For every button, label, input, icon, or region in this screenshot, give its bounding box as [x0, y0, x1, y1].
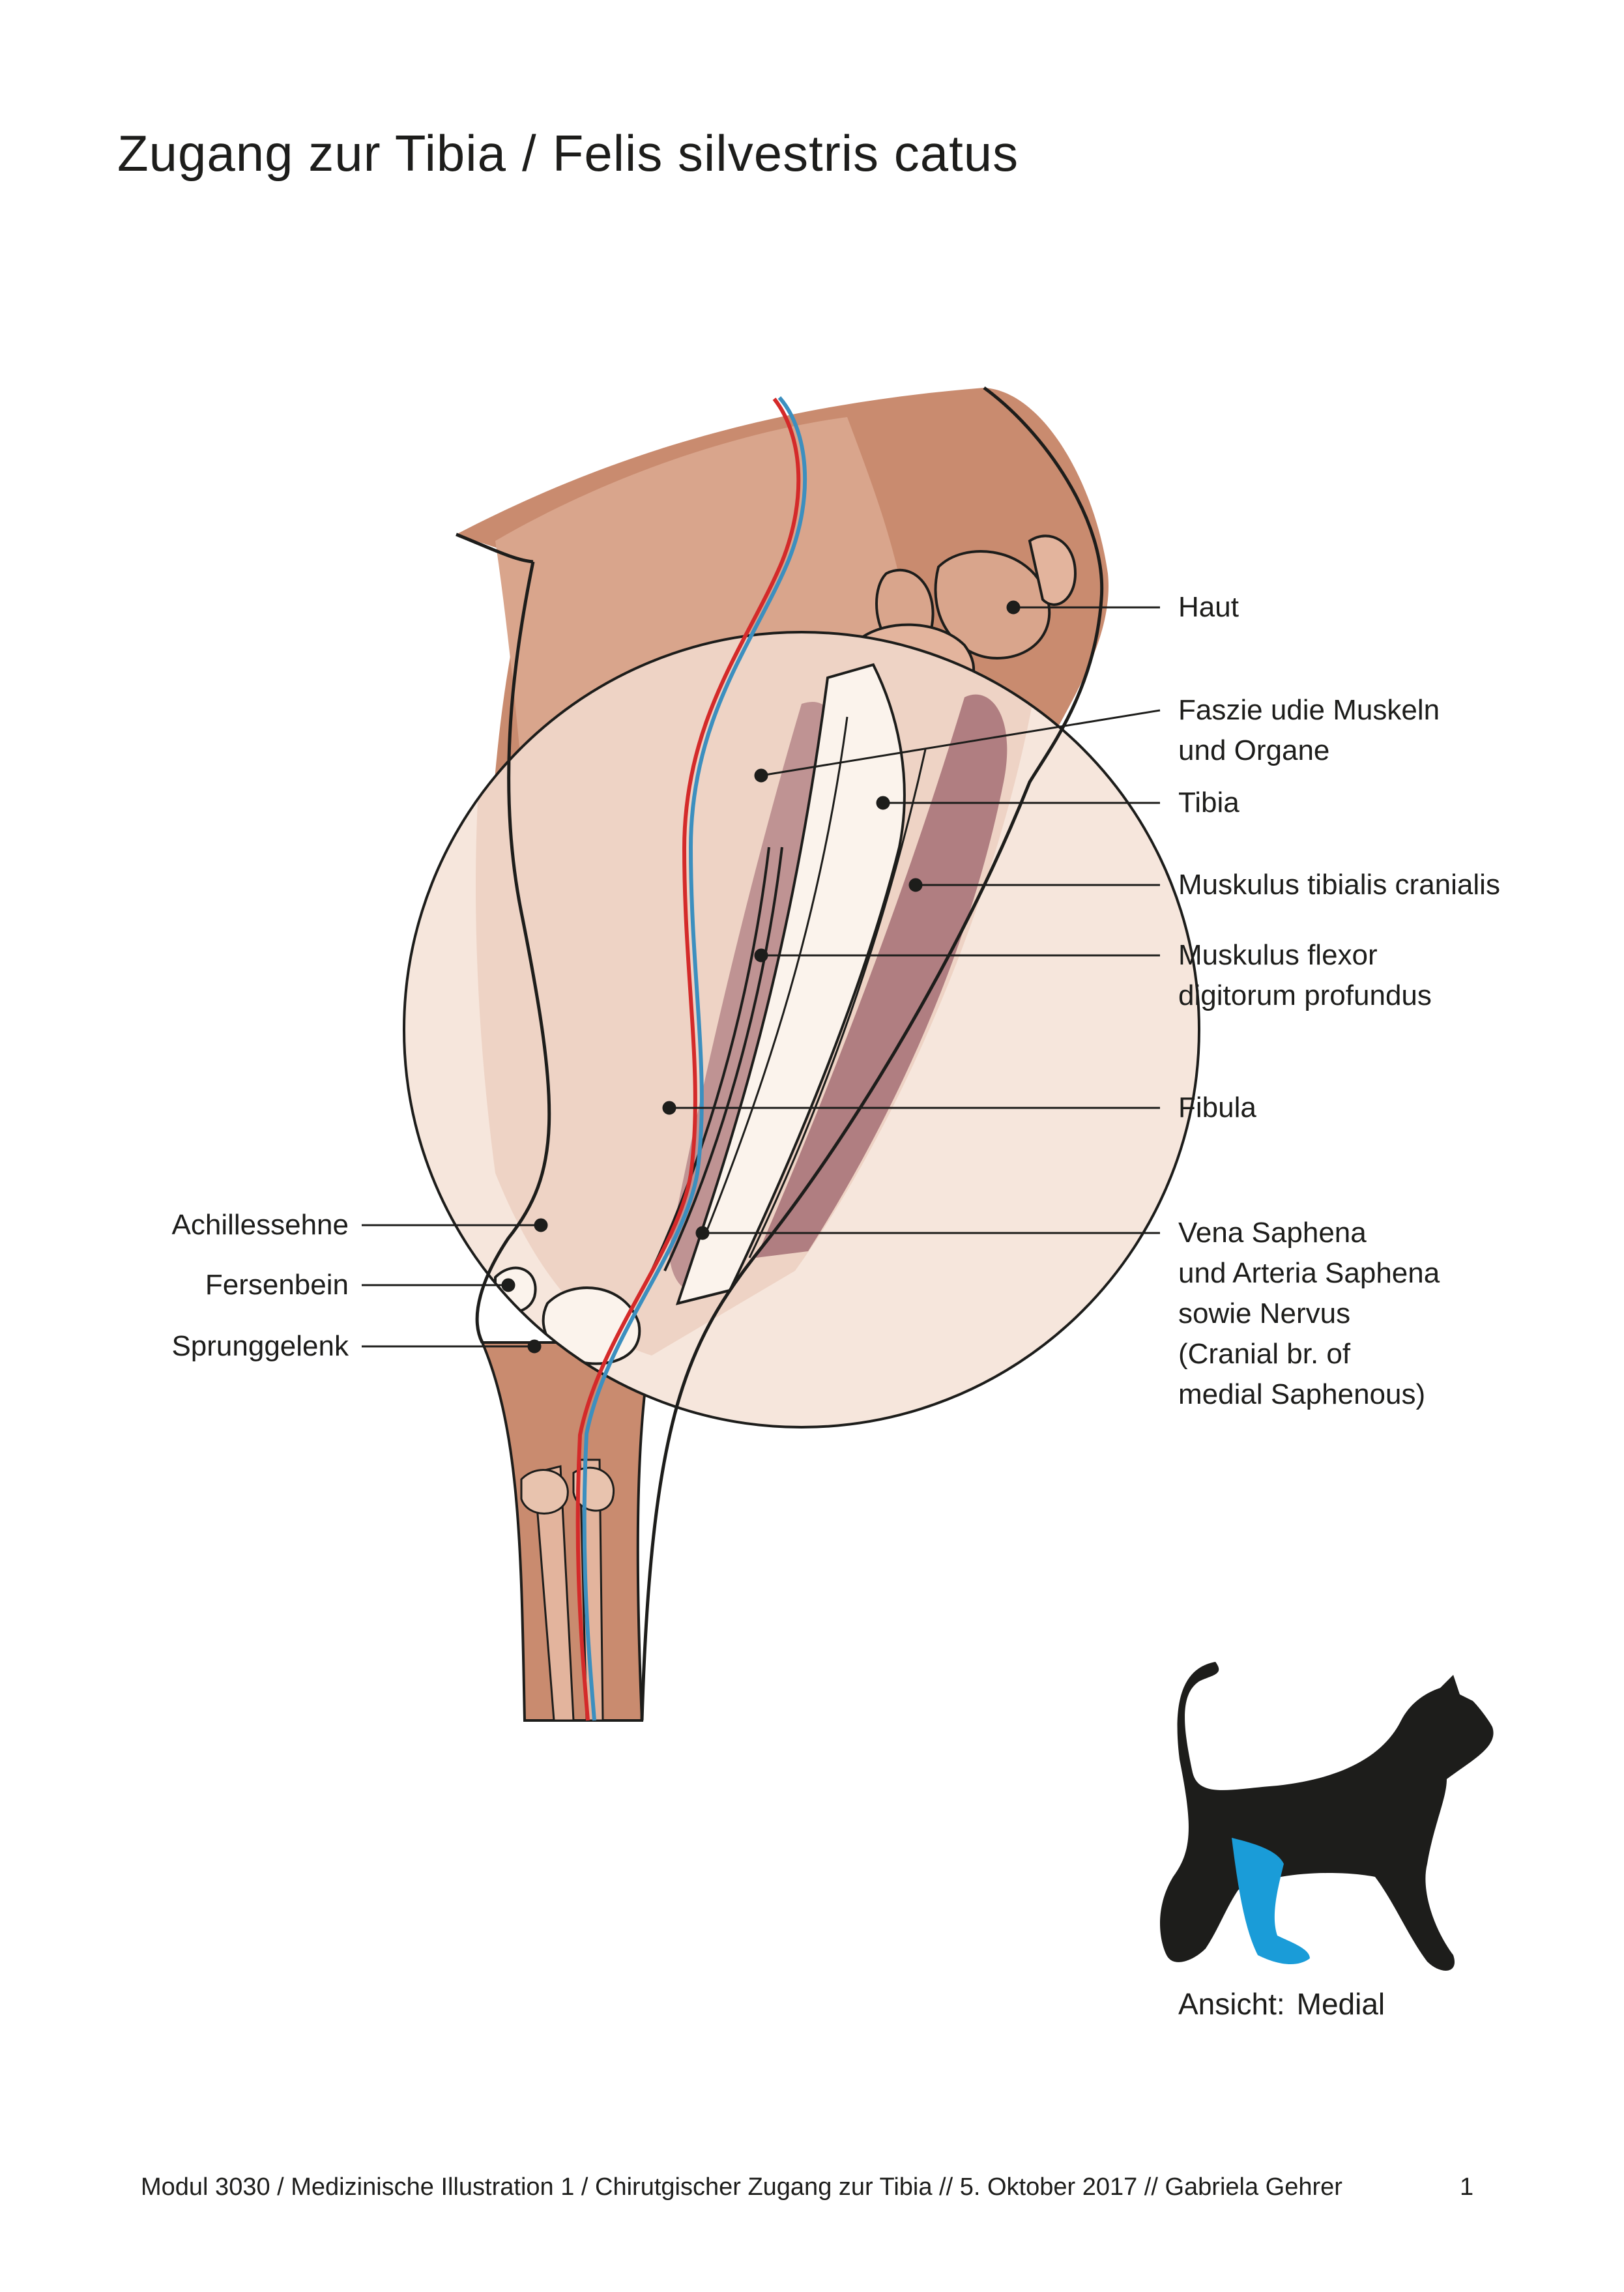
- label-fibula-text: Fibula: [1178, 1092, 1256, 1124]
- cat-silhouette: [1160, 1662, 1494, 1971]
- saphenous-artery: [575, 398, 801, 1721]
- upper-thigh-line: [456, 532, 534, 564]
- footer-text: Modul 3030 / Medizinische Illustration 1…: [141, 2173, 1342, 2201]
- magnified-region: [404, 632, 1199, 1427]
- label-faszie: Faszie udie Muskeln und Organe: [1178, 690, 1440, 771]
- tibialis-muscle: [756, 694, 1008, 1258]
- title-separator: /: [522, 124, 537, 182]
- page-number: 1: [1460, 2173, 1474, 2201]
- label-achilles-text: Achillessehne: [171, 1209, 349, 1241]
- fabella: [1028, 534, 1077, 606]
- leader-faszie: [761, 709, 1161, 777]
- leader-lines-right: [662, 600, 1161, 1240]
- label-fersenbein: Fersenbein: [98, 1265, 349, 1305]
- label-haut: Haut: [1178, 587, 1239, 628]
- label-fibula: Fibula: [1178, 1088, 1256, 1128]
- title-part-2: Felis silvestris catus: [552, 124, 1019, 182]
- label-vena-line-3: sowie Nervus: [1178, 1298, 1351, 1329]
- label-vena: Vena Saphena und Arteria Saphena sowie N…: [1178, 1213, 1440, 1415]
- tendon-lines: [703, 716, 927, 1258]
- view-indicator: Ansicht: Medial: [1178, 1986, 1385, 2022]
- label-sprunggelenk-text: Sprunggelenk: [171, 1330, 349, 1362]
- label-vena-line-2: und Arteria Saphena: [1178, 1257, 1440, 1289]
- flexor-muscle: [669, 701, 839, 1290]
- label-flexor: Muskulus flexor digitorum profundus: [1178, 935, 1432, 1016]
- label-faszie-line-2: und Organe: [1178, 734, 1330, 766]
- label-sprunggelenk: Sprunggelenk: [98, 1326, 349, 1367]
- label-flexor-line-2: digitorum profundus: [1178, 979, 1432, 1011]
- label-tibia-text: Tibia: [1178, 787, 1240, 819]
- fibula-bone: [650, 847, 783, 1271]
- label-faszie-line-1: Faszie udie Muskeln: [1178, 694, 1440, 726]
- page-title: Zugang zur Tibia / Felis silvestris catus: [117, 124, 1019, 183]
- label-fersenbein-text: Fersenbein: [205, 1269, 349, 1301]
- label-tibialis: Muskulus tibialis cranialis: [1178, 865, 1500, 905]
- title-part-1: Zugang zur Tibia: [117, 124, 507, 182]
- label-vena-line-1: Vena Saphena: [1178, 1217, 1367, 1249]
- patella: [934, 550, 1051, 660]
- label-flexor-line-1: Muskulus flexor: [1178, 939, 1378, 971]
- leg-outline-front: [640, 386, 1104, 1721]
- leg-outline-back: [475, 561, 551, 1344]
- view-label: Ansicht:: [1178, 1987, 1285, 2021]
- label-vena-line-4: (Cranial br. of: [1178, 1338, 1351, 1370]
- label-tibia: Tibia: [1178, 783, 1240, 823]
- magnifier-circle: [403, 631, 1200, 1429]
- label-tibialis-text: Muskulus tibialis cranialis: [1178, 869, 1500, 901]
- highlighted-lower-leg: [1232, 1838, 1310, 1965]
- leader-lines-left: [362, 1218, 548, 1354]
- label-vena-line-5: medial Saphenous): [1178, 1378, 1426, 1410]
- view-value: Medial: [1296, 1987, 1385, 2021]
- label-achilles: Achillessehne: [98, 1205, 349, 1245]
- label-haut-text: Haut: [1178, 591, 1239, 623]
- saphenous-vein: [582, 396, 807, 1721]
